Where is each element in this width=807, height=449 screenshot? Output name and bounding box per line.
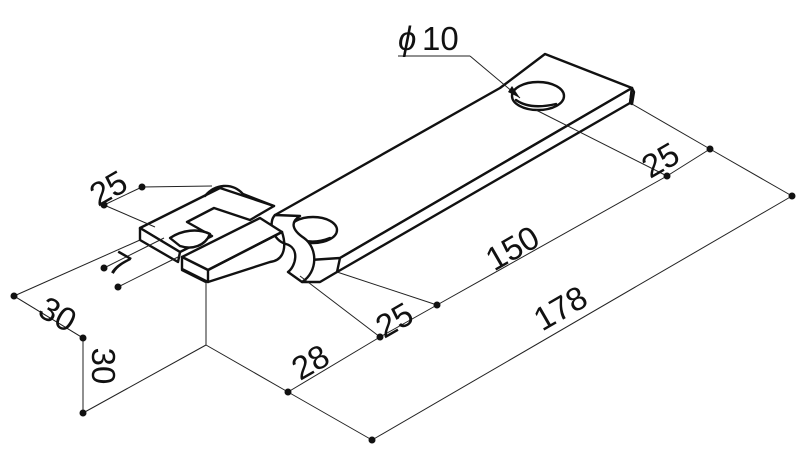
dim-dot bbox=[100, 201, 108, 209]
phi-leader-arrow bbox=[508, 86, 520, 98]
dim-dot bbox=[114, 283, 122, 291]
dim-tab-width-ext bbox=[141, 185, 213, 188]
ext-line-hook-front bbox=[13, 239, 141, 297]
ext-line-28 bbox=[205, 344, 289, 393]
bar-end-face bbox=[628, 86, 636, 106]
label-width: 30 bbox=[33, 289, 83, 339]
label-overall-length: 178 bbox=[527, 278, 593, 338]
dim-150-line bbox=[436, 175, 668, 306]
dim-slot-line2 bbox=[117, 255, 181, 288]
dim-tab-width-line bbox=[103, 186, 143, 206]
ext-line-bend-base bbox=[336, 271, 438, 306]
dim-tab-width-ext2 bbox=[103, 204, 156, 228]
hole-end-inner bbox=[514, 98, 558, 108]
label-end-offset: 25 bbox=[635, 135, 685, 185]
dim-dot bbox=[138, 183, 146, 191]
label-tab-offset: 25 bbox=[83, 163, 133, 213]
dim-178-line bbox=[371, 195, 793, 441]
label-hole-diameter: 10 bbox=[422, 20, 459, 57]
dim-dot bbox=[100, 264, 108, 272]
hook-top-curve bbox=[203, 184, 276, 208]
dimension-lines bbox=[13, 55, 793, 441]
dim-dot bbox=[10, 292, 18, 300]
hook-slot bbox=[168, 229, 212, 249]
ext-line-bottom-left bbox=[82, 344, 207, 414]
dim-28-line bbox=[287, 336, 381, 393]
label-slot-width: 7 bbox=[103, 243, 137, 284]
ext-line-end-far bbox=[709, 148, 793, 197]
ext-line-28-right bbox=[299, 275, 381, 338]
hook-left-tab-front bbox=[138, 226, 182, 264]
dim-30-width-line bbox=[13, 295, 84, 339]
dim-dot bbox=[284, 388, 292, 396]
hook-lower-curve bbox=[206, 230, 286, 284]
dim-178-ext bbox=[287, 391, 373, 441]
bracket-part bbox=[138, 52, 636, 284]
hole-end bbox=[510, 80, 566, 112]
dim-dot bbox=[376, 333, 384, 341]
dim-dot bbox=[663, 172, 671, 180]
ext-line-end-top bbox=[631, 103, 711, 150]
phi-symbol: ϕ bbox=[398, 20, 416, 57]
dim-dot bbox=[79, 409, 87, 417]
dim-25-end-line bbox=[666, 148, 711, 177]
dim-slot-line bbox=[103, 237, 165, 269]
label-slot-length: 150 bbox=[479, 218, 545, 278]
dim-25-bend-line bbox=[379, 304, 438, 338]
label-bend-length: 28 bbox=[285, 337, 335, 387]
ext-line-end-mid bbox=[535, 109, 668, 177]
dim-dot bbox=[706, 145, 714, 153]
dim-dot bbox=[79, 334, 87, 342]
label-height: 30 bbox=[85, 348, 122, 385]
dim-dot bbox=[433, 301, 441, 309]
dim-dot bbox=[368, 436, 376, 444]
dimension-dots bbox=[10, 145, 796, 444]
dim-dot bbox=[788, 192, 796, 200]
